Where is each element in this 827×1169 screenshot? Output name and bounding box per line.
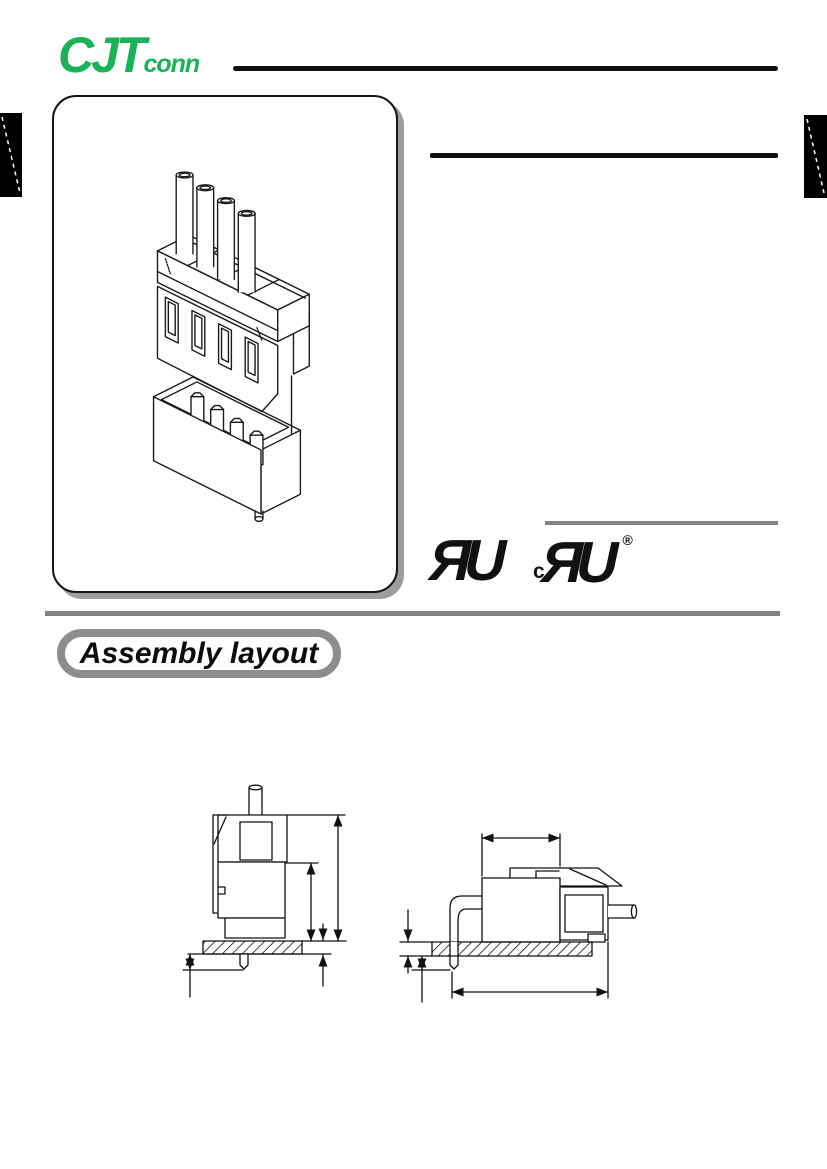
brand-logo-main: CJT (58, 27, 146, 83)
ul-recognized-letters: UR (430, 528, 514, 593)
dimension-lines-top (481, 833, 561, 877)
connector-side-view (212, 814, 288, 939)
wire (175, 171, 194, 255)
wire (607, 904, 638, 919)
assembly-layout-drawings (182, 784, 638, 1003)
left-edge-tab (0, 113, 22, 197)
male-header (152, 376, 302, 522)
through-hole-pin (239, 953, 249, 970)
assembly-figures (0, 740, 827, 1075)
right-edge-tab (804, 115, 827, 198)
molded-text-mark (164, 258, 171, 275)
pcb-cross-section (187, 940, 303, 955)
figure-right-angle-header (399, 833, 638, 1003)
wire (216, 196, 236, 281)
molded-text-mark (256, 327, 263, 342)
dimension-lines (403, 909, 609, 1003)
ul-recognized-mark-icon: UR (430, 528, 514, 593)
section-title: Assembly layout (79, 636, 319, 670)
bent-through-hole-pin (449, 895, 483, 970)
wire (196, 184, 215, 268)
certification-rule (545, 521, 778, 525)
pcb-cross-section (399, 941, 593, 957)
cul-recognized-letters: UR (542, 530, 626, 595)
solder-peg (254, 510, 264, 522)
section-title-pill: Assembly layout (57, 629, 341, 678)
crimped-wires (175, 171, 256, 293)
brand-logo: CJTconn (58, 27, 200, 83)
brand-logo-sub: conn (143, 50, 200, 78)
female-housing (156, 171, 310, 474)
wire (248, 784, 263, 816)
product-panel (52, 95, 398, 593)
header-rule (233, 66, 778, 71)
cul-recognized-mark-icon: c UR ® (533, 530, 633, 595)
registered-trademark-symbol: ® (622, 532, 633, 548)
figure-vertical-header (182, 784, 347, 998)
left-edge-tab-mark (1, 116, 21, 194)
title-rule (430, 153, 778, 158)
connector-exploded-drawing (152, 171, 310, 522)
connector-side-view (481, 867, 623, 943)
section-rule (45, 611, 780, 616)
right-edge-tab-mark (806, 118, 825, 194)
wire (237, 209, 256, 293)
cul-prefix: c (533, 560, 545, 583)
housing-windows (164, 296, 259, 384)
dimension-lines (182, 814, 347, 998)
